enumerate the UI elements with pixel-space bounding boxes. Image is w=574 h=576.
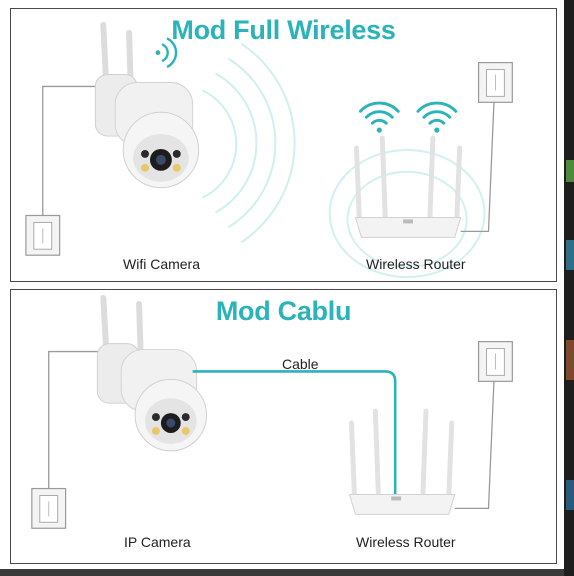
- diagram-sheet: Mod Full Wireless Wifi Camera Wireless R…: [0, 0, 564, 569]
- background-strip: [564, 0, 574, 576]
- router-icon: [353, 135, 463, 238]
- background-chip: [566, 160, 574, 182]
- router-label: Wireless Router: [356, 534, 456, 550]
- cable-label: Cable: [282, 356, 319, 372]
- cable-mode-panel: Mod Cablu Cable IP Camera Wireless Route…: [10, 289, 557, 564]
- power-outlet-icon: [477, 341, 513, 382]
- wifi-icon: [416, 101, 458, 133]
- signal-waves: [202, 42, 296, 244]
- cable-mode-graphic: [31, 294, 513, 529]
- panel-title: Mod Full Wireless: [171, 15, 396, 45]
- panel-title: Mod Cablu: [215, 296, 352, 326]
- power-outlet-icon: [25, 214, 61, 256]
- background-chip: [566, 340, 574, 380]
- background-chip: [566, 480, 574, 510]
- wifi-signal-icon: [155, 37, 178, 68]
- camera-icon: [94, 21, 200, 189]
- power-outlet-icon: [31, 487, 67, 529]
- camera-label: IP Camera: [124, 534, 191, 550]
- background-chip: [566, 240, 574, 270]
- router-label: Wireless Router: [366, 256, 466, 272]
- power-cable: [454, 369, 496, 510]
- power-outlet-icon: [477, 62, 513, 103]
- camera-label: Wifi Camera: [123, 256, 201, 272]
- wifi-icon: [358, 101, 400, 133]
- camera-icon: [96, 294, 208, 452]
- wireless-mode-graphic: [25, 21, 513, 279]
- power-cable: [460, 90, 496, 233]
- router-icon: [348, 408, 456, 515]
- router-waves: [328, 148, 486, 279]
- wireless-mode-panel: Mod Full Wireless Wifi Camera Wireless R…: [10, 8, 557, 282]
- ethernet-cable: [192, 370, 397, 501]
